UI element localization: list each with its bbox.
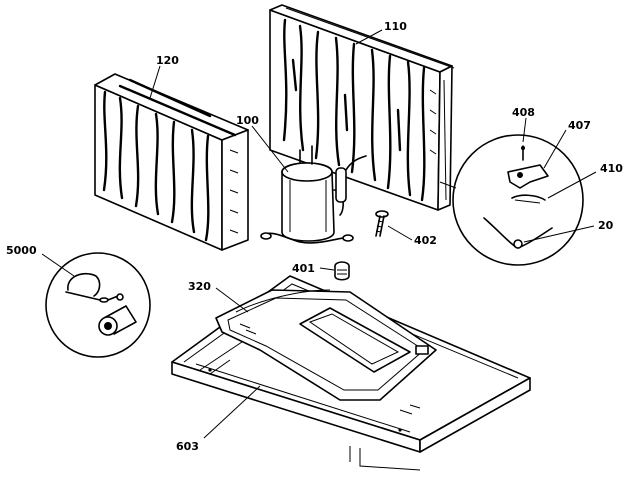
callout-120: 120 <box>156 54 179 67</box>
screw-402[interactable] <box>375 210 389 237</box>
drain-tray-320[interactable] <box>215 289 437 401</box>
drain-fitting-401[interactable] <box>334 261 350 281</box>
callout-20: 20 <box>598 219 614 232</box>
compressor-100[interactable] <box>260 145 367 244</box>
callout-407: 407 <box>568 119 591 132</box>
evaporator-coil-120[interactable] <box>94 73 249 251</box>
leader-lines <box>41 29 597 439</box>
callout-401: 401 <box>292 262 315 275</box>
callout-410: 410 <box>600 162 623 175</box>
callout-320: 320 <box>188 280 211 293</box>
callout-408: 408 <box>512 106 535 119</box>
callout-100: 100 <box>236 114 259 127</box>
detail-circle-fan-parts[interactable] <box>439 134 584 266</box>
callout-603: 603 <box>176 440 199 453</box>
callout-5000: 5000 <box>6 244 37 257</box>
callout-110: 110 <box>384 20 407 33</box>
detail-circle-capacitor-5000[interactable] <box>45 252 151 358</box>
callout-402: 402 <box>414 234 437 247</box>
